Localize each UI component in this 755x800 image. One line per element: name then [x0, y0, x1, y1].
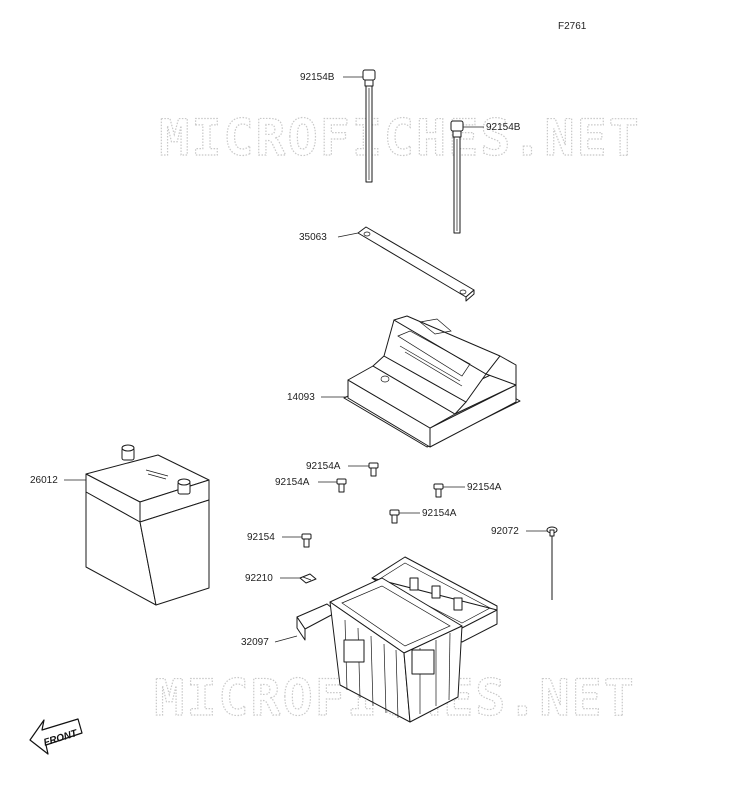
battery-case[interactable] [296, 556, 498, 723]
bolt-a2[interactable] [336, 478, 347, 493]
hold-rod[interactable] [546, 526, 558, 600]
label-bolt-long-right[interactable]: 92154B [486, 122, 521, 133]
long-bolt-right[interactable] [450, 120, 464, 234]
label-plate[interactable]: 35063 [299, 232, 327, 243]
retainer-plate[interactable] [357, 226, 475, 302]
label-bolt-plain[interactable]: 92154 [247, 532, 275, 543]
bolt-a4[interactable] [389, 509, 400, 524]
label-bolt-a2[interactable]: 92154A [275, 477, 310, 488]
long-bolt-left[interactable] [362, 69, 376, 183]
label-battery[interactable]: 26012 [30, 475, 58, 486]
battery[interactable] [85, 444, 210, 606]
label-cover[interactable]: 14093 [287, 392, 315, 403]
battery-cover[interactable] [343, 315, 521, 448]
label-rod[interactable]: 92072 [491, 526, 519, 537]
label-bolt-a1[interactable]: 92154A [306, 461, 341, 472]
bolt-a3[interactable] [433, 483, 444, 498]
label-bolt-a3[interactable]: 92154A [467, 482, 502, 493]
front-arrow-icon: FRONT [29, 718, 83, 755]
bolt-plain[interactable] [301, 533, 312, 548]
leader-case [274, 635, 298, 643]
label-clip[interactable]: 92210 [245, 573, 273, 584]
clip[interactable] [299, 573, 317, 584]
label-bolt-a4[interactable]: 92154A [422, 508, 457, 519]
watermark-top: MICROFICHES.NET [159, 109, 641, 167]
figure-code: F2761 [558, 21, 587, 32]
bolt-a1[interactable] [368, 462, 379, 477]
label-case[interactable]: 32097 [241, 637, 269, 648]
leader-plate [337, 232, 359, 238]
label-bolt-long-left[interactable]: 92154B [300, 72, 335, 83]
